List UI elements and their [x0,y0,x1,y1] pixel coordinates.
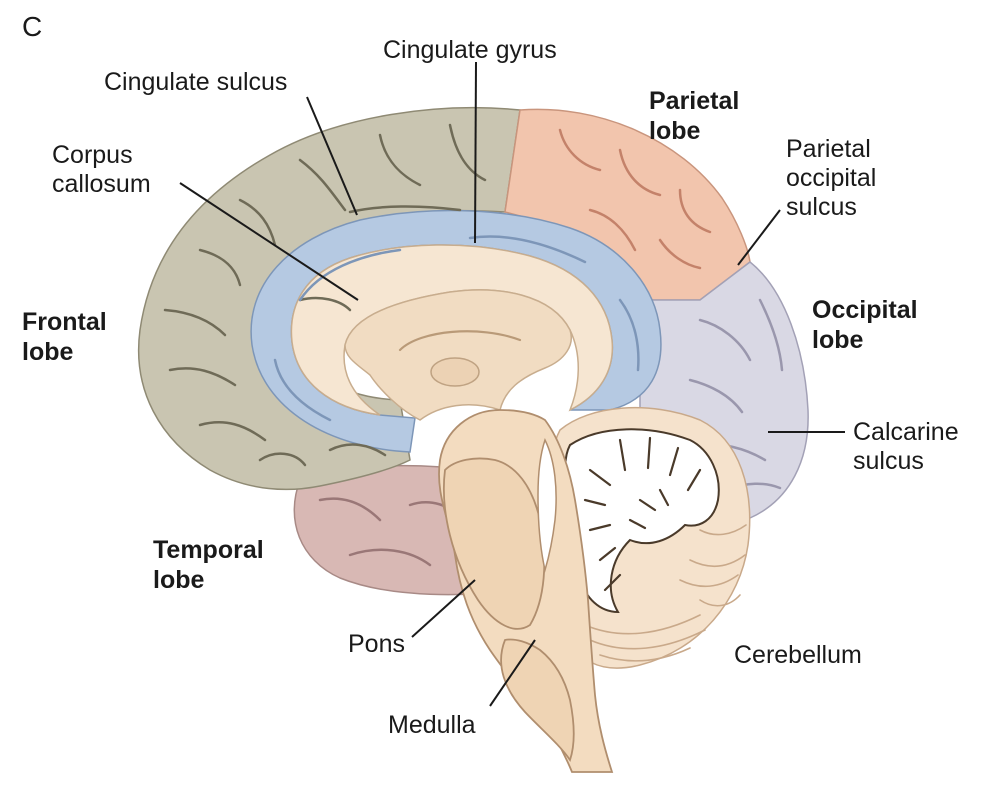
cingulate-gyrus-leader [474,61,477,244]
cerebrum [137,107,809,596]
cingulate-sulcus-label: Cingulate sulcus [104,68,287,96]
labels: C Cingulate gyrus Cingulate sulcus Corpu… [22,11,959,739]
leader-lines [179,61,845,707]
pons-label: Pons [348,630,405,658]
corpus-callosum-leader [179,182,359,301]
parietal-gyri [558,128,712,270]
cingulate-folds [273,235,640,422]
parietal-lobe-label-line2: lobe [649,117,700,145]
fornix-curve [398,330,522,352]
medulla-leader [489,639,536,707]
massa-intermedia [430,357,480,387]
diencephalon-region [344,289,572,421]
corpus-callosum-label-line1: Corpus [52,141,133,169]
panel-label: C [22,11,42,42]
calcarine-sulcus-label-line2: sulcus [853,447,924,475]
frontal-lobe-label-line1: Frontal [22,308,107,336]
cerebellum [546,406,751,669]
pons-bulge [443,457,546,630]
cingulate-sulcus-leader [306,96,358,216]
parietal-occipital-sulcus-label-line1: Parietal [786,135,871,163]
frontal-lobe-label-line2: lobe [22,338,73,366]
parietal-lobe-label-line1: Parietal [649,87,739,115]
cerebellum-folia [584,524,747,662]
calcarine-sulcus-label-line1: Calcarine [853,418,959,446]
medulla-label: Medulla [388,711,476,739]
parietal-occipital-sulcus-label-line3: sulcus [786,193,857,221]
pons-leader [411,579,476,638]
brainstem [438,409,614,773]
cerebellum-label: Cerebellum [734,641,862,669]
occipital-lobe-label-line1: Occipital [812,296,918,324]
occipital-lobe-label-line2: lobe [812,326,863,354]
arbor-vitae-branches [583,436,702,592]
frontal-gyri [163,123,487,467]
medulla-bulge [500,638,575,763]
parietal-occipital-sulcus-label-line2: occipital [786,164,876,192]
fourth-ventricle [537,438,557,573]
parietal-occipital-sulcus-leader [737,209,781,266]
corpus-callosum-label-line2: callosum [52,170,151,198]
cingulate-gyrus-label: Cingulate gyrus [383,36,557,64]
temporal-lobe-label-line1: Temporal [153,536,264,564]
temporal-lobe-label-line2: lobe [153,566,204,594]
